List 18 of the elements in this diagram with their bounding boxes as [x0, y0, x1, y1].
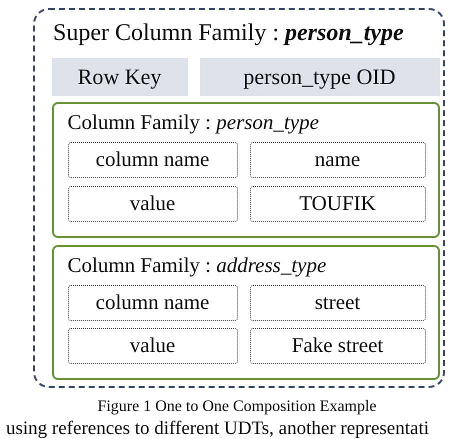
column-family-box: [52, 244, 440, 380]
column-cell: TOUFIK: [250, 186, 426, 222]
column-cell: street: [250, 284, 426, 320]
body-text: using references to different UDTs, another representati: [6, 418, 430, 439]
column-cell: Fake street: [250, 328, 426, 364]
row-key-label: Row Key: [52, 58, 188, 96]
column-cell: value: [68, 328, 238, 364]
super-column-family-title: Super Column Family : person_type: [53, 20, 404, 47]
column-family-title: Column Family : address_type: [68, 252, 326, 278]
super-column-family-box: [33, 8, 445, 388]
caption: Figure 1 One to One Composition Example: [96, 398, 378, 416]
column-family-box: [52, 102, 440, 238]
column-cell: column name: [68, 142, 238, 178]
column-family-title: Column Family : person_type: [68, 110, 319, 134]
row-key-label: person_type OID: [200, 58, 440, 96]
column-cell: name: [250, 142, 426, 178]
column-cell: value: [68, 186, 238, 222]
column-cell: column name: [68, 284, 238, 320]
